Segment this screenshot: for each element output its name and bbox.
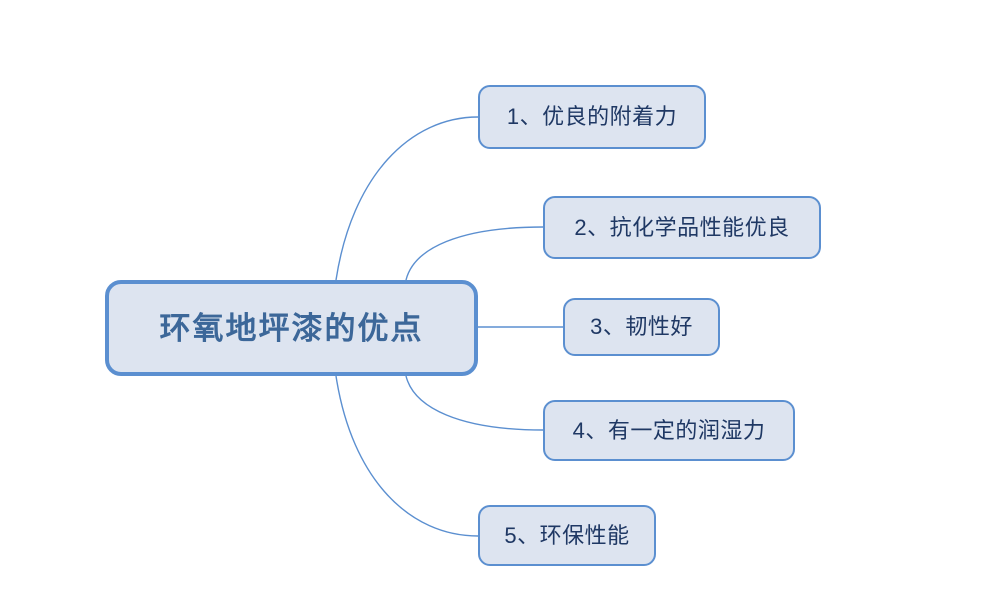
branch-node-5-label: 5、环保性能	[504, 522, 630, 548]
branch-node-2-label: 2、抗化学品性能优良	[574, 214, 790, 240]
central-node[interactable]: 环氧地坪漆的优点	[105, 280, 478, 376]
branch-node-1[interactable]: 1、优良的附着力	[478, 85, 706, 149]
branch-node-3[interactable]: 3、韧性好	[563, 298, 720, 356]
branch-node-1-label: 1、优良的附着力	[506, 104, 678, 129]
connector-to-branch-1	[335, 116, 479, 281]
branch-node-5[interactable]: 5、环保性能	[478, 505, 656, 566]
connector-to-branch-5	[335, 375, 479, 537]
connector-to-branch-2	[405, 226, 544, 281]
central-node-label: 环氧地坪漆的优点	[159, 310, 424, 346]
branch-node-2[interactable]: 2、抗化学品性能优良	[543, 196, 821, 259]
branch-node-4[interactable]: 4、有一定的润湿力	[543, 400, 795, 461]
branch-node-4-label: 4、有一定的润湿力	[572, 417, 766, 443]
branch-node-3-label: 3、韧性好	[590, 314, 693, 339]
connector-to-branch-4	[405, 375, 544, 431]
